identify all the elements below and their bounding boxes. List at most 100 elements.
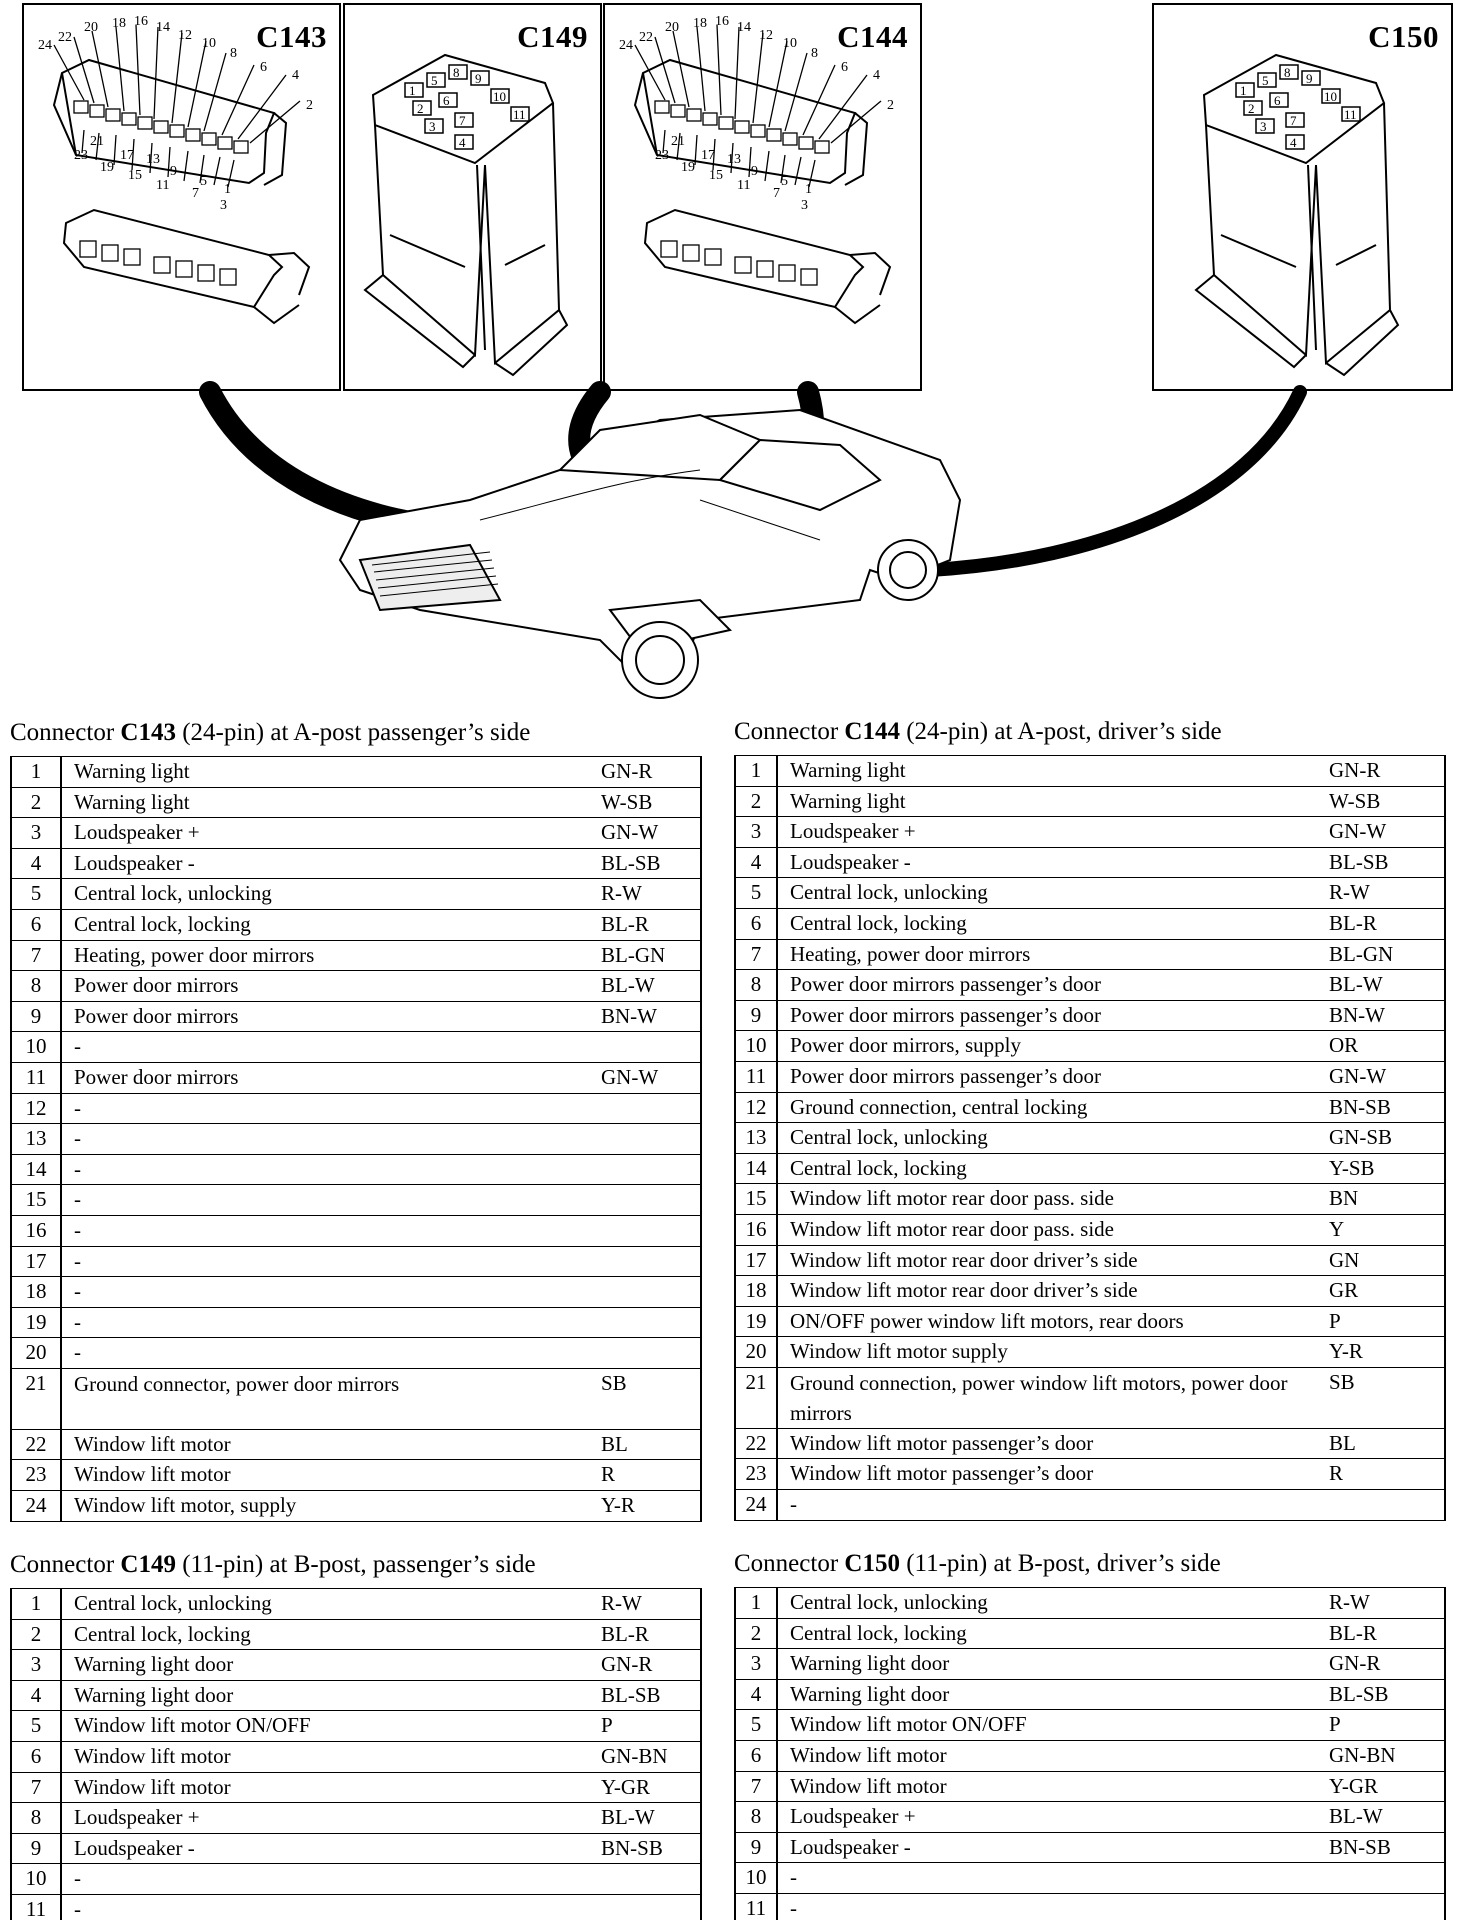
wire-color: R-W [1329, 1587, 1446, 1619]
svg-text:9: 9 [1306, 71, 1313, 86]
wire-color: Y-R [1329, 1336, 1446, 1368]
wire-color: GN-BN [1329, 1739, 1446, 1772]
pin-row: 17- [10, 1245, 702, 1278]
wire-color: BL-R [601, 1618, 702, 1651]
svg-text:7: 7 [1290, 113, 1297, 128]
pin-number: 4 [734, 1678, 778, 1711]
pin-function: Power door mirrors passenger’s door [777, 999, 1329, 1032]
wire-color: P [1329, 1709, 1446, 1741]
pin-number: 15 [734, 1183, 778, 1215]
pin-number: 8 [10, 970, 62, 1002]
pin-function: Warning light door [777, 1648, 1329, 1680]
pin-number: 2 [10, 786, 62, 819]
svg-text:15: 15 [128, 168, 142, 183]
wire-color: BL-W [601, 970, 702, 1002]
pin-function: Power door mirrors [61, 970, 601, 1002]
connector-panel-c143: C143 [22, 3, 341, 391]
pin-number: 19 [10, 1306, 62, 1339]
svg-text:3: 3 [429, 119, 436, 134]
wire-color: W-SB [1329, 785, 1446, 818]
pin-number: 1 [10, 1588, 62, 1620]
pin-number: 17 [734, 1244, 778, 1277]
pin-number: 7 [10, 1771, 62, 1804]
pin-function: Window lift motor [777, 1739, 1329, 1772]
svg-text:13: 13 [146, 152, 160, 167]
svg-text:3: 3 [220, 198, 227, 213]
pin-function: - [61, 1863, 601, 1895]
wire-color: BL-R [1329, 1617, 1446, 1650]
wire-color: R-W [601, 878, 702, 910]
pin-function: - [61, 1092, 601, 1125]
connector-id-label: C143 [256, 19, 327, 54]
svg-text:12: 12 [178, 28, 192, 43]
wire-color: P [1329, 1305, 1446, 1338]
pin-function: Window lift motor [61, 1428, 601, 1461]
pin-number: 2 [10, 1618, 62, 1651]
pin-function: Power door mirrors [61, 1000, 601, 1033]
pin-function: Heating, power door mirrors [61, 939, 601, 972]
svg-text:4: 4 [459, 135, 466, 150]
wire-color: R-W [601, 1588, 702, 1620]
pin-function: - [61, 1306, 601, 1339]
wire-color [601, 1214, 702, 1247]
pin-number: 10 [10, 1863, 62, 1895]
wire-color: GN-W [1329, 816, 1446, 848]
pin-number: 9 [10, 1832, 62, 1865]
pin-function: Window lift motor supply [777, 1336, 1329, 1368]
pin-number: 15 [10, 1184, 62, 1216]
wire-color: P [601, 1710, 702, 1742]
pin-function: Central lock, unlocking [777, 1587, 1329, 1619]
svg-text:6: 6 [260, 60, 267, 75]
pin-number: 9 [734, 999, 778, 1032]
pin-number: 4 [734, 846, 778, 879]
pin-function: ON/OFF power window lift motors, rear do… [777, 1305, 1329, 1338]
pin-number: 3 [734, 816, 778, 848]
svg-text:8: 8 [230, 46, 237, 61]
table-title-c150: Connector C150 (11-pin) at B-post, drive… [734, 1550, 1221, 1577]
wire-color: BL-W [601, 1802, 702, 1834]
wire-color: BN-SB [601, 1832, 702, 1865]
svg-text:14: 14 [156, 20, 170, 35]
pin-number: 18 [10, 1276, 62, 1308]
wire-color: BN-W [1329, 999, 1446, 1032]
wire-color: GN-BN [601, 1740, 702, 1773]
wire-color: BL-R [601, 908, 702, 941]
wire-color [601, 1306, 702, 1339]
pin-function: - [61, 1153, 601, 1186]
wire-color: R [1329, 1458, 1446, 1491]
pin-number: 22 [10, 1428, 62, 1461]
pin-number: 13 [734, 1122, 778, 1154]
pin-number: 3 [10, 1649, 62, 1681]
svg-text:9: 9 [751, 164, 758, 179]
svg-text:15: 15 [709, 168, 723, 183]
pin-function: Central lock, unlocking [777, 1122, 1329, 1154]
pin-row: 24- [734, 1489, 1446, 1521]
wire-color [601, 1245, 702, 1278]
pin-function: - [61, 1245, 601, 1278]
pin-number: 8 [734, 1801, 778, 1833]
wire-color: GN [1329, 1244, 1446, 1277]
wire-color: BN [1329, 1183, 1446, 1215]
wire-color: R [601, 1459, 702, 1492]
pin-function: - [61, 1276, 601, 1308]
wire-color: SB [1329, 1366, 1446, 1429]
pin-number: 21 [10, 1367, 62, 1430]
